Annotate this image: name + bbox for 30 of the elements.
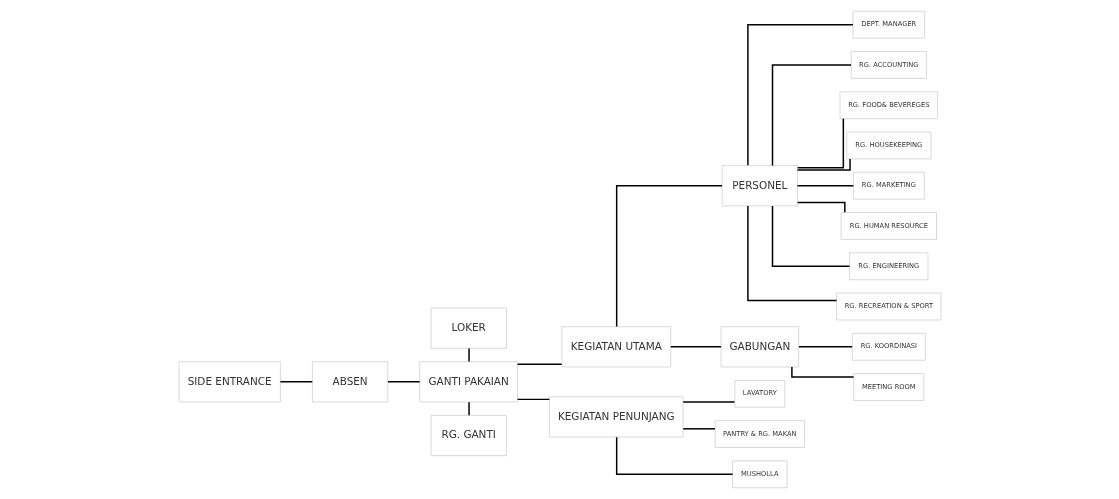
node-box: KEGIATAN PENUNJANG [548,396,683,438]
connector [682,428,716,430]
node-box: RG. GANTI [430,415,507,457]
node-box: GABUNGAN [720,326,799,368]
connector [746,23,854,167]
connector [467,347,470,363]
connector [790,366,854,378]
node-box: GANTI PAKAIAN [418,361,518,403]
connector [516,363,562,366]
connector [746,205,837,302]
connector [669,346,722,348]
connector [771,64,852,167]
node-box: LOKER [430,307,507,349]
node-box: PERSONEL [721,165,798,207]
connector [386,381,420,383]
connector [467,401,470,416]
connector [279,381,313,383]
node-box: SIDE ENTRANCE [178,361,281,403]
connector [796,201,846,214]
connector [615,185,723,328]
connector [796,185,854,187]
connector [771,205,850,268]
connector [615,436,733,476]
connector [796,158,851,171]
connector [797,346,853,348]
connector [682,401,735,403]
connector [796,118,844,169]
node-box: KEGIATAN UTAMA [561,326,671,368]
node-box: ABSEN [311,361,388,403]
connector [516,398,550,401]
